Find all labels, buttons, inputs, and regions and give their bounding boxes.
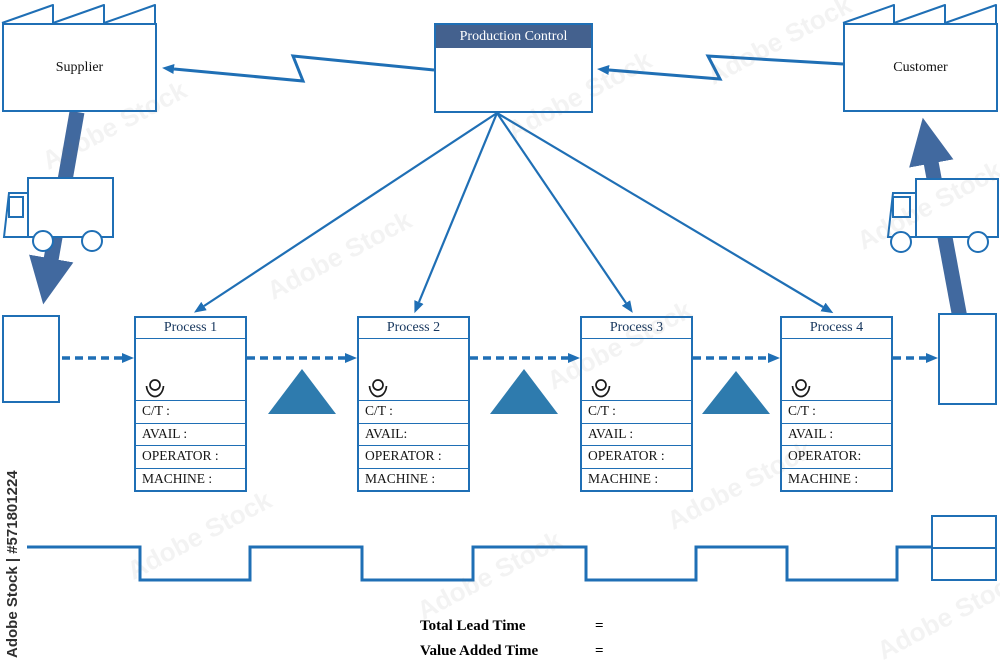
timeline-summary-cell-bottom [933,549,995,579]
process-title: Process 3 [582,318,691,339]
operator-icon [145,379,165,398]
total-lead-time-label: Total Lead Time [420,618,526,634]
timeline-summary-box [931,515,997,581]
truck-icon-right [886,178,999,253]
process-box-2: Process 2 C/T : AVAIL: OPERATOR : MACHIN… [357,316,470,492]
process-body [582,339,691,400]
lightning-arrow-icon-to-supplier [162,54,435,83]
operator-icon [591,379,611,398]
schedule-arrow-process-4 [496,112,834,314]
process-row-machine: MACHINE : [359,467,468,491]
production-control-title: Production Control [436,25,591,48]
process-title: Process 4 [782,318,891,339]
process-row-machine: MACHINE : [582,467,691,491]
timeline-summary-cell-top [933,517,995,549]
process-body [136,339,245,400]
factory-roof-icon-supplier [1,4,156,24]
process-row-machine: MACHINE : [136,467,245,491]
lightning-arrow-icon-to-production-control [597,54,844,81]
process-box-4: Process 4 C/T : AVAIL : OPERATOR: MACHIN… [780,316,893,492]
inventory-triangle-icon-1 [268,369,336,414]
process-body [782,339,891,400]
timeline-ladder [27,545,933,582]
production-control-box: Production Control [434,23,593,113]
operator-icon [368,379,388,398]
process-row-ct: C/T : [582,400,691,423]
process-row-ct: C/T : [782,400,891,423]
supplier-label: Supplier [55,59,104,75]
truck-icon-left [2,177,114,252]
process-box-1: Process 1 C/T : AVAIL : OPERATOR : MACHI… [134,316,247,492]
process-row-operator: OPERATOR: [782,445,891,468]
process-title: Process 2 [359,318,468,339]
process-row-avail: AVAIL : [136,422,245,446]
schedule-arrow-process-2 [414,112,499,314]
process-row-operator: OPERATOR : [582,445,691,468]
receiving-box [2,315,60,403]
value-added-time-value: = [595,643,604,659]
process-row-ct: C/T : [136,400,245,423]
process-row-avail: AVAIL : [582,422,691,446]
schedule-arrow-process-1 [193,112,498,313]
process-row-avail: AVAIL : [782,422,891,446]
process-title: Process 1 [136,318,245,339]
factory-roof-icon-customer [842,4,997,24]
process-row-avail: AVAIL: [359,422,468,446]
supplier-box: Supplier [2,23,157,112]
total-lead-time-value: = [595,618,604,634]
operator-icon [791,379,811,398]
inventory-triangle-icon-3 [702,371,770,414]
process-row-ct: C/T : [359,400,468,423]
value-added-time-label: Value Added Time [420,643,539,659]
process-row-operator: OPERATOR : [359,445,468,468]
inventory-triangle-icon-2 [490,369,558,414]
process-row-machine: MACHINE : [782,467,891,491]
process-box-3: Process 3 C/T : AVAIL : OPERATOR : MACHI… [580,316,693,492]
schedule-arrow-process-3 [496,112,633,313]
process-body [359,339,468,400]
customer-box: Customer [843,23,998,112]
process-row-operator: OPERATOR : [136,445,245,468]
customer-label: Customer [893,59,948,75]
shipping-box [938,313,997,405]
